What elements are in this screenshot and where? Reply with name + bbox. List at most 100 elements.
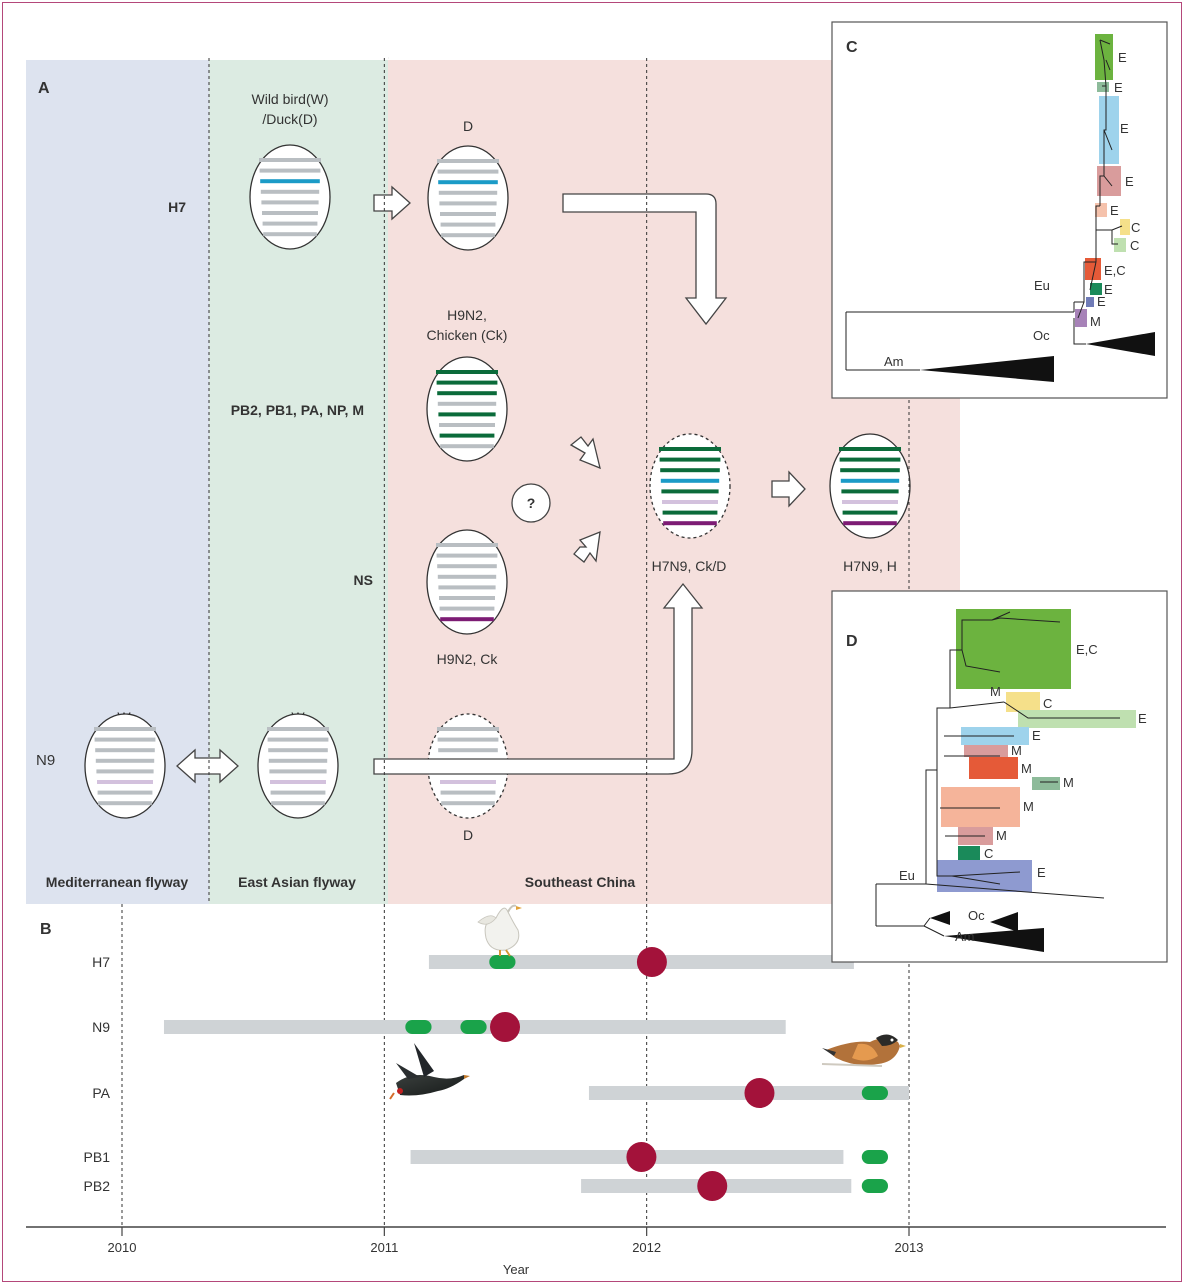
clade-d-c1 [1006, 692, 1040, 712]
sampling-pill-n9 [405, 1020, 432, 1034]
genome-segment [437, 169, 499, 174]
tmrca-dot-n9 [490, 1012, 521, 1042]
label-duck-n9: D [463, 827, 473, 843]
genome-segment [437, 727, 499, 731]
sampling-pill-pb2 [861, 1179, 889, 1193]
x-axis-title: Year [503, 1262, 530, 1277]
genome-segment [437, 564, 497, 569]
clade-label-c-e2: E [1114, 80, 1123, 95]
genome-segment [436, 543, 498, 547]
sampling-pill-pb1 [861, 1150, 889, 1164]
clade-label-d-e3: E [1037, 865, 1046, 880]
label-h9n2-ck-ns: H9N2, Ck [437, 651, 499, 667]
genome-segment [95, 748, 155, 753]
collapsed-clade-am [920, 356, 1054, 382]
genome-segment [439, 201, 497, 206]
genome-segment [437, 574, 497, 579]
collapsed-clade-oc [1086, 332, 1155, 356]
genome-segment [660, 468, 720, 473]
panel-b-letter: B [40, 921, 52, 938]
row-label-h7: H7 [168, 199, 186, 215]
genome-segment [662, 500, 718, 504]
genome-segment [263, 232, 317, 237]
genome-segment [659, 457, 721, 462]
genome-segment [440, 780, 496, 784]
genome-segment [843, 521, 897, 526]
sampling-pill-h7 [489, 955, 516, 969]
genome-segment [94, 727, 156, 731]
row-label-internal: PB2, PB1, PA, NP, M [231, 402, 364, 418]
panel-d-letter: D [846, 633, 858, 650]
genome-segment [663, 521, 717, 526]
label-h9n2-ck-2: Chicken (Ck) [427, 327, 508, 343]
clade-label-d-e1: E [1138, 711, 1147, 726]
genome-segment [662, 510, 718, 515]
genome-segment [259, 168, 321, 173]
genome-segment [270, 780, 326, 784]
region-label-mediterranean: Mediterranean flyway [46, 874, 189, 890]
genome-segment [98, 801, 152, 806]
row-label-ns: NS [354, 572, 373, 588]
virus-wild-duck-h7 [249, 144, 331, 250]
genome-segment [436, 370, 498, 374]
virus-h9n2-ns [426, 529, 508, 635]
genome-segment [839, 447, 901, 451]
genome-segment [97, 790, 153, 795]
genome-segment [269, 769, 327, 774]
genome-segment [659, 447, 721, 451]
virus-h7n9-human [829, 433, 911, 539]
collapsed-clade-am-d [944, 928, 1044, 952]
genome-segment [840, 468, 900, 473]
genome-segment [440, 212, 496, 216]
genome-segment [841, 489, 899, 494]
clade-c-c1 [1120, 219, 1130, 235]
x-tick-label: 2013 [895, 1240, 924, 1255]
clade-label-c-c1: C [1131, 220, 1140, 235]
genome-segment [438, 190, 498, 195]
genome-segment [440, 444, 494, 449]
virus-h7n9-ck-d [649, 433, 731, 539]
clade-label-d-am: Am [955, 929, 975, 944]
region-label-east-asian: East Asian flyway [238, 874, 356, 890]
clade-c-c2 [1114, 238, 1126, 252]
sampling-pill-pa [861, 1086, 889, 1100]
clade-label-c-e4: E [1125, 174, 1134, 189]
genome-segment [260, 189, 320, 194]
row-label-n9: N9 [92, 1019, 110, 1035]
unknown-source-circle [511, 483, 551, 523]
clade-label-d-m2: M [1011, 743, 1022, 758]
genome-segment [440, 617, 494, 622]
wild-goose-icon [389, 1043, 470, 1100]
clade-c-e7 [1086, 297, 1094, 307]
genome-segment [97, 780, 153, 784]
row-label-pa: PA [92, 1085, 110, 1101]
genome-segment [267, 737, 329, 742]
genome-segment [842, 500, 898, 504]
x-tick-label: 2012 [632, 1240, 661, 1255]
genome-segment [842, 510, 898, 515]
genome-segment [262, 221, 318, 226]
arrow-h9n2-lower [573, 530, 601, 563]
genome-segment [439, 596, 495, 600]
panel-c-tree: C E E E E E C C E,C E E M Eu Oc Am [831, 21, 1168, 399]
genome-segment [268, 758, 328, 763]
genome-segment [436, 553, 498, 558]
genome-segment [441, 233, 495, 238]
clade-d-m4 [941, 787, 1020, 827]
reassortment-arrows [176, 185, 806, 784]
tmrca-dot-h7 [636, 947, 667, 977]
row-label-pb1: PB1 [84, 1149, 111, 1165]
clade-d-e1 [1018, 710, 1136, 728]
arrow-h7-to-h7n9 [562, 193, 728, 326]
genome-segment [436, 380, 498, 385]
arrow-wild-to-duck [373, 185, 411, 221]
genome-segment [438, 585, 496, 590]
clade-c-e2 [1097, 82, 1109, 92]
label-duck-h7: D [463, 118, 473, 134]
unknown-source-mark: ? [527, 495, 536, 511]
genome-segment [439, 433, 495, 438]
clade-label-c-e1: E [1118, 50, 1127, 65]
